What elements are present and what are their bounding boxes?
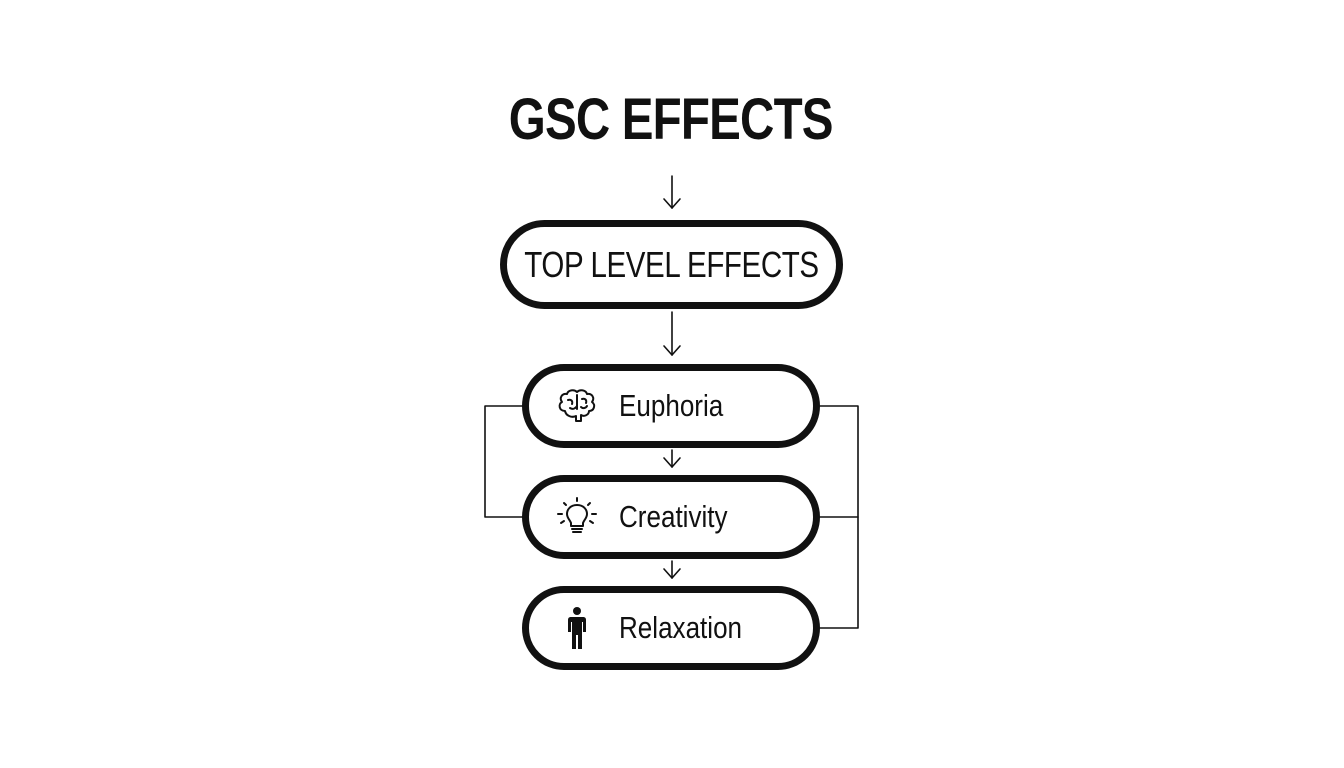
left-bracket-connector: [484, 405, 525, 518]
top-level-effects-label: TOP LEVEL EFFECTS: [524, 243, 819, 285]
effect-node-creativity: Creativity: [522, 475, 820, 559]
effect-label-euphoria: Euphoria: [619, 388, 724, 423]
effect-node-euphoria: Euphoria: [522, 364, 820, 448]
lightbulb-icon: [555, 495, 599, 539]
top-level-effects-node: TOP LEVEL EFFECTS: [500, 220, 843, 309]
brain-icon: [555, 384, 599, 428]
diagram-title: GSC EFFECTS: [508, 87, 834, 152]
arrow-euphoria-to-creativity: [663, 449, 681, 468]
person-icon: [555, 606, 599, 650]
effect-node-relaxation: Relaxation: [522, 586, 820, 670]
arrow-top-to-euphoria: [663, 311, 681, 356]
effect-label-relaxation: Relaxation: [619, 610, 743, 645]
arrow-title-to-top: [663, 175, 681, 209]
effect-label-creativity: Creativity: [619, 499, 728, 534]
arrow-creativity-to-relaxation: [663, 560, 681, 579]
